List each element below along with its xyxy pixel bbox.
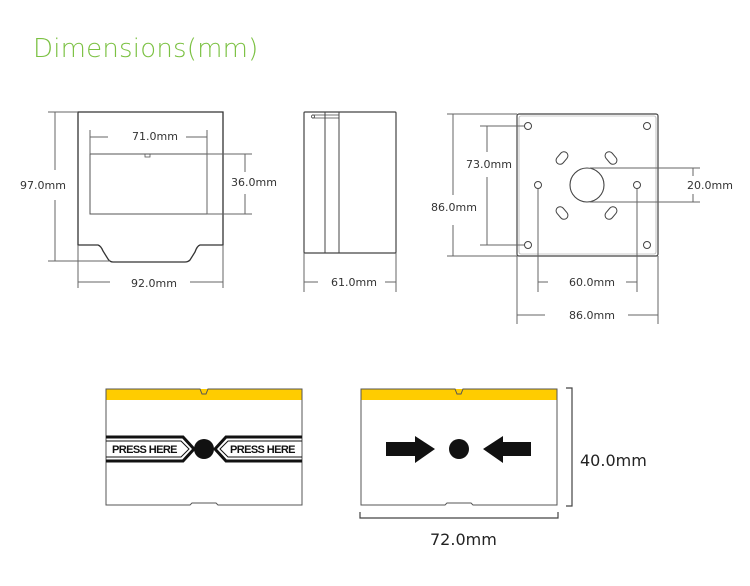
side-view <box>303 111 397 292</box>
arrows-width-label: 72.0mm <box>430 530 497 549</box>
back-width-label: 86.0mm <box>569 309 615 322</box>
press-here-label-drawing <box>105 388 303 506</box>
back-height-label: 86.0mm <box>431 201 477 214</box>
press-point-icon <box>449 439 469 459</box>
back-center-hole-label: 20.0mm <box>687 179 733 192</box>
front-view <box>48 111 252 288</box>
arrows-label-drawing <box>359 387 573 519</box>
front-height-label: 97.0mm <box>20 179 66 192</box>
front-width-label: 92.0mm <box>131 277 177 290</box>
arrow-right-icon <box>386 436 435 463</box>
press-here-left-text: PRESS HERE <box>112 444 177 456</box>
back-hole-horizontal-spacing-label: 60.0mm <box>569 276 615 289</box>
front-window-height-label: 36.0mm <box>231 176 277 189</box>
arrows-height-label: 40.0mm <box>580 451 647 470</box>
back-hole-vertical-spacing-label: 73.0mm <box>466 158 512 171</box>
press-here-right-text: PRESS HERE <box>230 444 295 456</box>
front-window-width-label: 71.0mm <box>132 130 178 143</box>
arrow-left-icon <box>483 436 531 463</box>
page-title: Dimensions(mm) <box>33 34 259 64</box>
back-view <box>447 113 700 324</box>
side-depth-label: 61.0mm <box>331 276 377 289</box>
